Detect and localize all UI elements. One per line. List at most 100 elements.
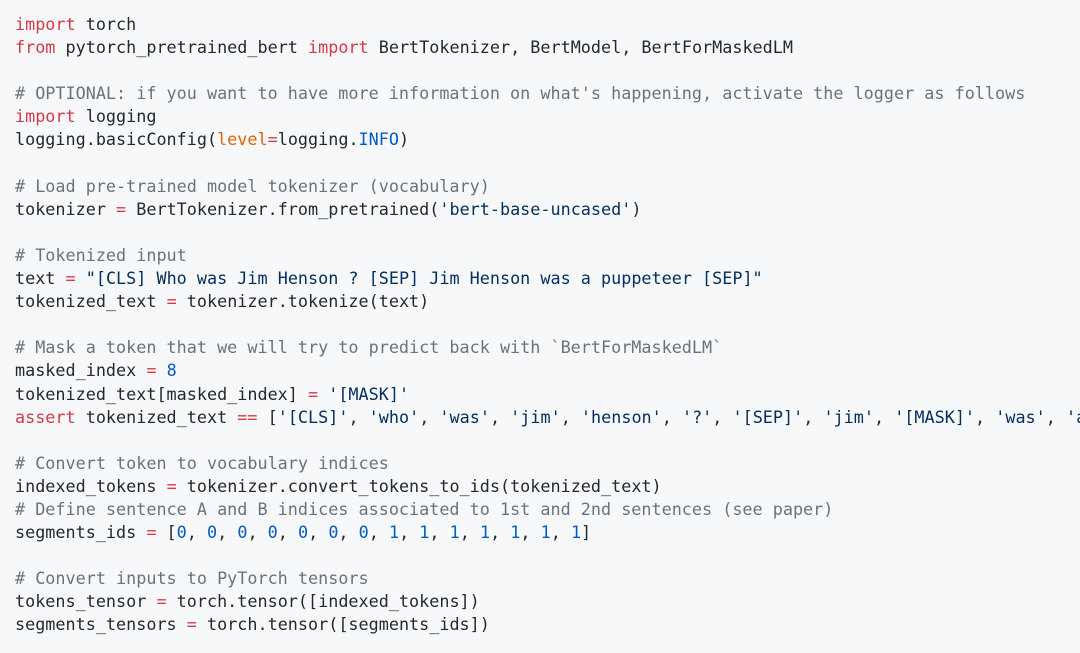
- code-text: ): [398, 129, 410, 150]
- constant-token: INFO: [358, 129, 399, 150]
- code-text: ,: [419, 406, 440, 427]
- operator-token: =: [308, 383, 319, 404]
- code-line: # Convert token to vocabulary indices: [15, 452, 1080, 475]
- string-token: 'was': [439, 406, 490, 427]
- code-text: indexed_tokens: [15, 475, 167, 496]
- number-token: 1: [449, 522, 460, 543]
- code-line: # Load pre-trained model tokenizer (voca…: [15, 175, 1080, 198]
- number-token: 0: [297, 522, 309, 543]
- comment-token: # Convert token to vocabulary indices: [15, 452, 389, 473]
- code-text: ,: [550, 522, 571, 543]
- code-text: [: [257, 406, 278, 427]
- code-line: tokenized_text[masked_index] = '[MASK]': [15, 383, 1080, 406]
- code-line: masked_index = 8: [15, 359, 1080, 382]
- code-text: [76, 268, 86, 288]
- code-line: text = "[CLS] Who was Jim Henson ? [SEP]…: [15, 267, 1080, 290]
- operator-token: =: [166, 291, 177, 312]
- code-line: tokenizer = BertTokenizer.from_pretraine…: [15, 198, 1080, 221]
- parameter-token: level: [217, 129, 268, 150]
- code-text: text: [15, 268, 66, 289]
- code-text: ,: [873, 406, 895, 427]
- comment-token: # Tokenized input: [15, 244, 187, 265]
- code-text: ,: [348, 406, 369, 427]
- code-text: ]: [581, 522, 592, 543]
- code-text: tokenized_text: [75, 406, 238, 427]
- operator-token: =: [65, 268, 76, 289]
- string-token: 'a': [1066, 406, 1080, 427]
- string-token: '?': [681, 406, 713, 427]
- blank-line: [15, 152, 1080, 175]
- string-token: 'henson': [580, 406, 662, 427]
- code-line: tokens_tensor = torch.tensor([indexed_to…: [15, 590, 1080, 613]
- code-text: ,: [247, 522, 268, 543]
- operator-token: =: [186, 614, 197, 635]
- string-token: '[MASK]': [894, 406, 976, 427]
- code-line: segments_tensors = torch.tensor([segment…: [15, 613, 1080, 636]
- comment-token: # Mask a token that we will try to predi…: [15, 337, 723, 358]
- code-text: ,: [803, 406, 824, 427]
- code-line: import logging: [15, 105, 1080, 128]
- blank-line: [15, 544, 1080, 567]
- string-token: '[CLS]': [277, 406, 349, 427]
- code-text: masked_index: [15, 360, 147, 381]
- number-token: 1: [570, 522, 582, 543]
- code-text: logging.basicConfig(: [15, 129, 218, 150]
- string-token: '[MASK]': [328, 383, 410, 404]
- number-token: 1: [388, 522, 400, 543]
- number-token: 8: [166, 360, 177, 381]
- code-text: ,: [368, 522, 389, 543]
- string-token: '[SEP]': [732, 406, 804, 427]
- operator-token: =: [156, 591, 167, 612]
- code-text: logging: [75, 106, 157, 127]
- code-text: ,: [975, 406, 996, 427]
- blank-line: [15, 59, 1080, 82]
- operator-token: =: [116, 198, 127, 219]
- code-text: ,: [489, 406, 511, 427]
- operator-token: =: [146, 360, 157, 381]
- code-text: tokenizer.tokenize(text): [176, 291, 430, 312]
- number-token: 1: [540, 522, 551, 543]
- code-line: # OPTIONAL: if you want to have more inf…: [15, 82, 1080, 105]
- string-token: 'bert-base-uncased': [439, 198, 632, 219]
- keyword-token: import: [308, 37, 369, 58]
- code-text: ,: [277, 522, 298, 543]
- code-line: assert tokenized_text == ['[CLS]', 'who'…: [15, 406, 1080, 429]
- code-line: from pytorch_pretrained_bert import Bert…: [15, 36, 1080, 59]
- blank-line: [15, 221, 1080, 244]
- code-text: BertTokenizer, BertModel, BertForMaskedL…: [368, 37, 793, 58]
- operator-token: =: [267, 129, 278, 150]
- code-line: # Tokenized input: [15, 244, 1080, 267]
- string-token: 'jim': [823, 406, 874, 427]
- number-token: 0: [267, 522, 278, 543]
- code-text: torch.tensor([indexed_tokens]): [166, 591, 480, 612]
- code-text: logging.: [277, 129, 359, 150]
- number-token: 1: [510, 522, 521, 543]
- code-text: ,: [217, 522, 238, 543]
- code-text: pytorch_pretrained_bert: [55, 37, 309, 58]
- comment-token: # OPTIONAL: if you want to have more inf…: [15, 83, 1026, 104]
- number-token: 0: [328, 522, 339, 543]
- code-text: ,: [459, 522, 480, 543]
- number-token: 0: [207, 522, 218, 543]
- code-text: tokenized_text[masked_index]: [15, 383, 308, 404]
- code-line: indexed_tokens = tokenizer.convert_token…: [15, 475, 1080, 498]
- code-text: ,: [712, 406, 733, 427]
- code-text: tokenized_text: [15, 291, 167, 312]
- string-token: 'jim': [510, 406, 561, 427]
- code-text: segments_ids: [15, 522, 147, 543]
- number-token: 1: [479, 522, 491, 543]
- code-text: ,: [520, 522, 541, 543]
- code-text: tokens_tensor: [15, 591, 157, 612]
- comment-token: # Define sentence A and B indices associ…: [15, 498, 834, 519]
- code-text: ,: [338, 522, 359, 543]
- keyword-token: import: [15, 14, 76, 34]
- keyword-token: import: [15, 106, 76, 127]
- number-token: 0: [176, 522, 187, 543]
- code-text: ,: [429, 522, 450, 543]
- code-text: [318, 384, 328, 404]
- code-text: ,: [1045, 406, 1066, 427]
- keyword-token: from: [15, 37, 56, 58]
- code-line: logging.basicConfig(level=logging.INFO): [15, 128, 1080, 151]
- code-line: import torch: [15, 13, 1080, 36]
- number-token: 0: [358, 522, 369, 543]
